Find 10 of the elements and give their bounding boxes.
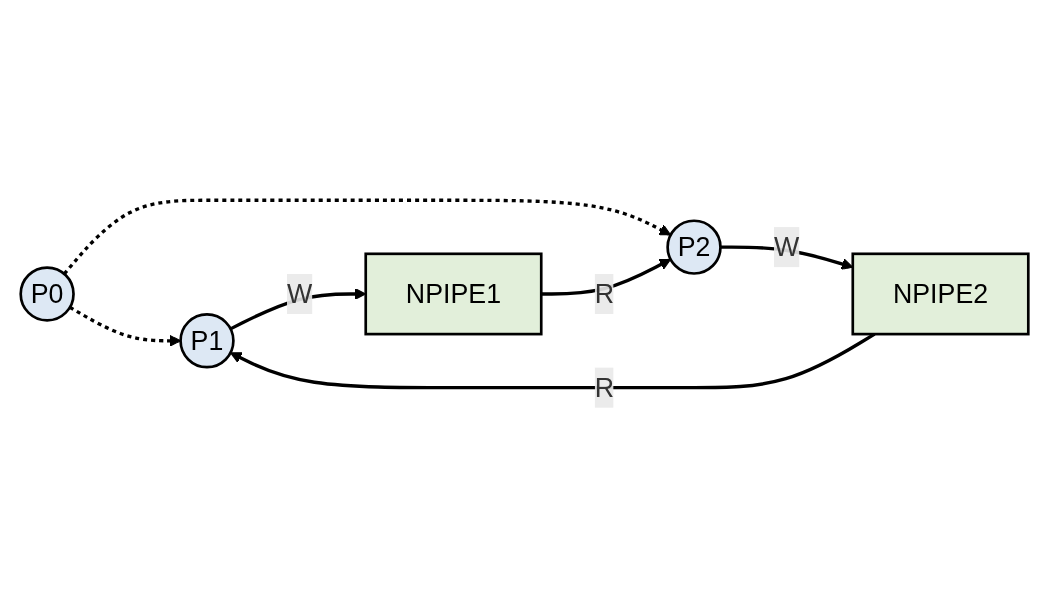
node-circle: P2 bbox=[666, 219, 722, 275]
node-box: NPIPE1 bbox=[364, 252, 543, 336]
arrow bbox=[63, 198, 672, 275]
node-box: NPIPE2 bbox=[851, 252, 1030, 336]
node-circle: P1 bbox=[179, 313, 235, 369]
edge-label: W bbox=[773, 232, 800, 262]
edge-label: R bbox=[594, 279, 615, 309]
edge-label: W bbox=[286, 279, 313, 309]
node-circle: P0 bbox=[19, 266, 75, 322]
edge-label: R bbox=[594, 372, 615, 403]
